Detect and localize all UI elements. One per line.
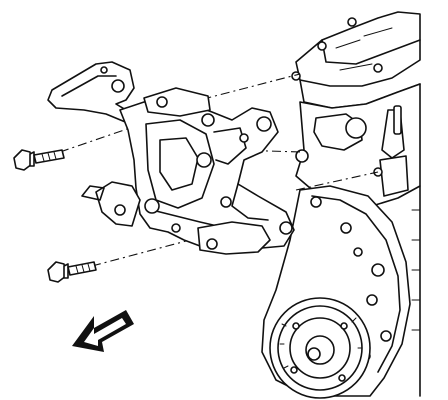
engine-block — [261, 11, 421, 399]
upper-bolt — [13, 149, 65, 171]
mounting-bracket — [47, 61, 295, 255]
lower-bolt — [47, 261, 97, 283]
crankshaft-pulley — [269, 297, 371, 399]
front-of-engine-arrow — [72, 310, 134, 352]
